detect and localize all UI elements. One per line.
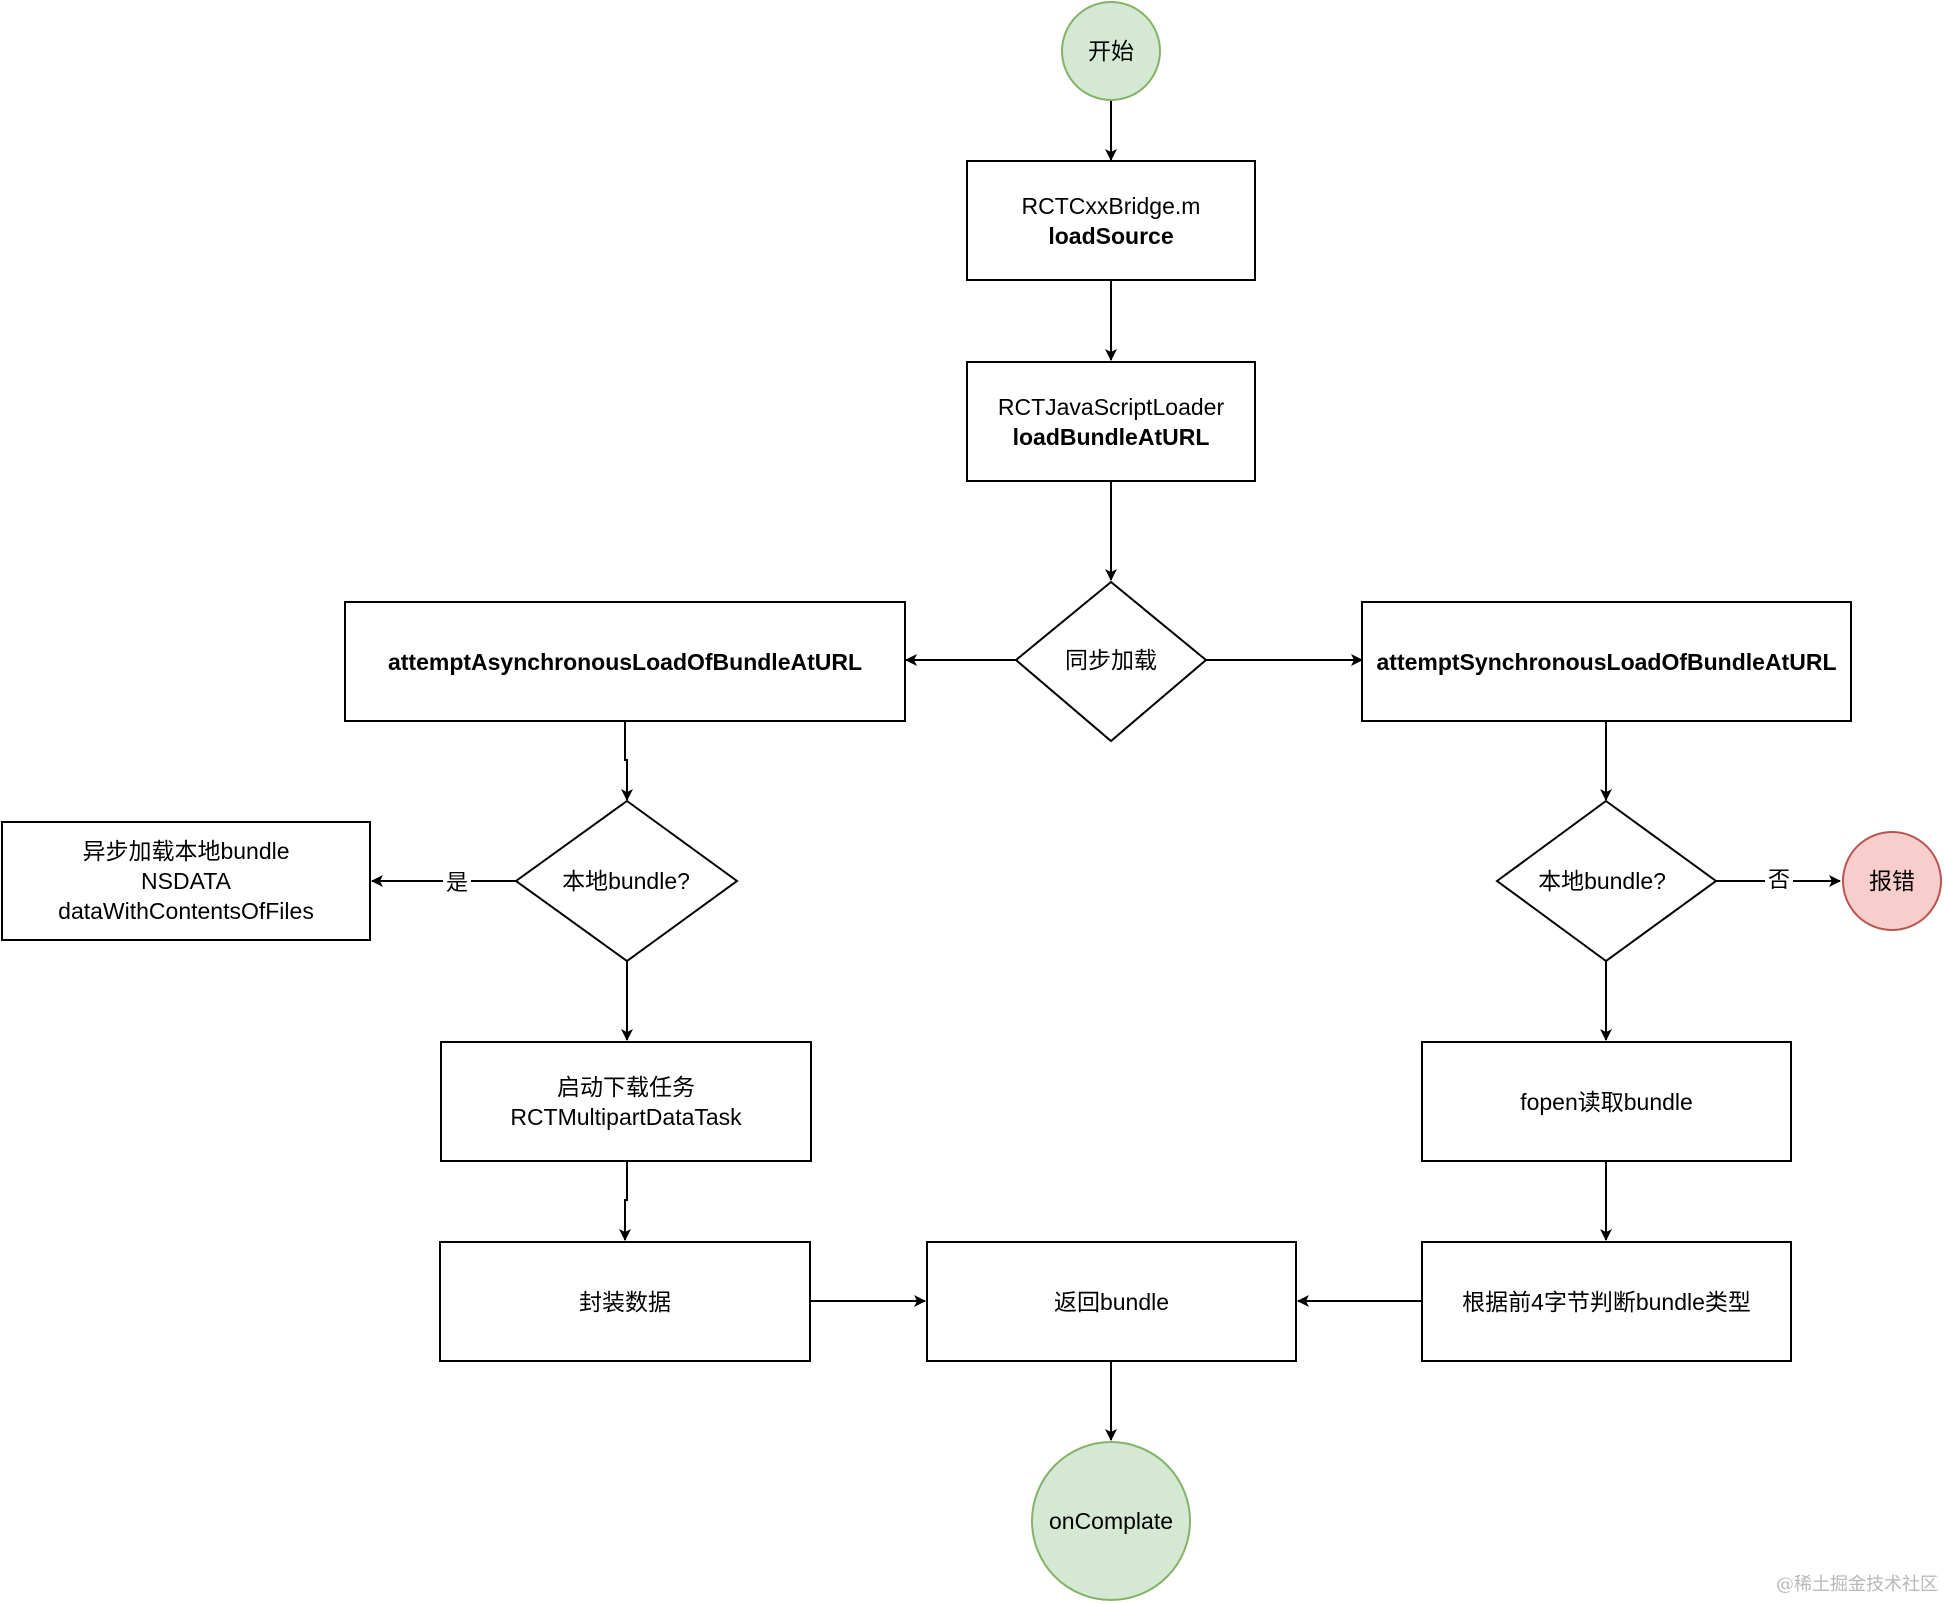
local-left-label-box: 本地bundle? <box>546 861 706 901</box>
package-label: 封装数据 <box>579 1288 671 1315</box>
local-right-label-box: 本地bundle? <box>1522 861 1682 901</box>
async-local-line1: 异步加载本地bundle <box>82 838 290 864</box>
sync-decision-label-box: 同步加载 <box>1036 640 1186 680</box>
detect-node: 根据前4字节判断bundle类型 <box>1421 1241 1792 1362</box>
download-node: 启动下载任务 RCTMultipartDataTask <box>440 1041 812 1162</box>
bridge-line1: RCTCxxBridge.m <box>1021 192 1201 219</box>
package-node: 封装数据 <box>439 1241 811 1362</box>
fopen-label: fopen读取bundle <box>1520 1088 1693 1115</box>
download-line1: 启动下载任务 <box>557 1073 695 1100</box>
local-right-label: 本地bundle? <box>1538 868 1666 894</box>
local-left-label: 本地bundle? <box>562 868 690 894</box>
bridge-line2: loadSource <box>1048 222 1174 249</box>
async-load-node: attemptAsynchronousLoadOfBundleAtURL <box>344 601 906 722</box>
edge-label-no: 否 <box>1765 868 1794 892</box>
return-node: 返回bundle <box>926 1241 1297 1362</box>
watermark: @稀土掘金技术社区 <box>1776 1574 1938 1595</box>
loader-line2: loadBundleAtURL <box>1012 423 1210 450</box>
error-node: 报错 <box>1842 831 1942 931</box>
local-left-diamond <box>514 799 739 963</box>
edge-download-to-package <box>619 1161 631 1241</box>
edge-async-to-local-left <box>621 720 633 801</box>
edge-label-yes: 是 <box>443 871 472 895</box>
error-label: 报错 <box>1869 868 1915 894</box>
fopen-node: fopen读取bundle <box>1421 1041 1792 1162</box>
loader-line1: RCTJavaScriptLoader <box>997 393 1225 420</box>
detect-label: 根据前4字节判断bundle类型 <box>1462 1288 1751 1315</box>
start-label: 开始 <box>1088 38 1134 64</box>
async-load-label: attemptAsynchronousLoadOfBundleAtURL <box>387 648 863 675</box>
complete-node: onComplate <box>1031 1441 1191 1601</box>
start-node: 开始 <box>1061 1 1161 101</box>
sync-decision-diamond <box>1014 580 1208 743</box>
complete-label: onComplate <box>1048 1508 1174 1534</box>
async-local-node: 异步加载本地bundle NSDATA dataWithContentsOfFi… <box>1 821 371 941</box>
return-label: 返回bundle <box>1053 1288 1170 1315</box>
sync-load-node: attemptSynchronousLoadOfBundleAtURL <box>1361 601 1852 722</box>
async-local-line2: NSDATA <box>141 868 231 894</box>
bridge-load-source-node: RCTCxxBridge.m loadSource <box>966 160 1256 281</box>
local-right-diamond <box>1495 799 1718 963</box>
download-line2: RCTMultipartDataTask <box>510 1103 742 1130</box>
async-local-line3: dataWithContentsOfFiles <box>58 898 314 924</box>
sync-load-label: attemptSynchronousLoadOfBundleAtURL <box>1376 648 1837 675</box>
sync-decision-label: 同步加载 <box>1065 647 1157 673</box>
loader-node: RCTJavaScriptLoader loadBundleAtURL <box>966 361 1256 482</box>
